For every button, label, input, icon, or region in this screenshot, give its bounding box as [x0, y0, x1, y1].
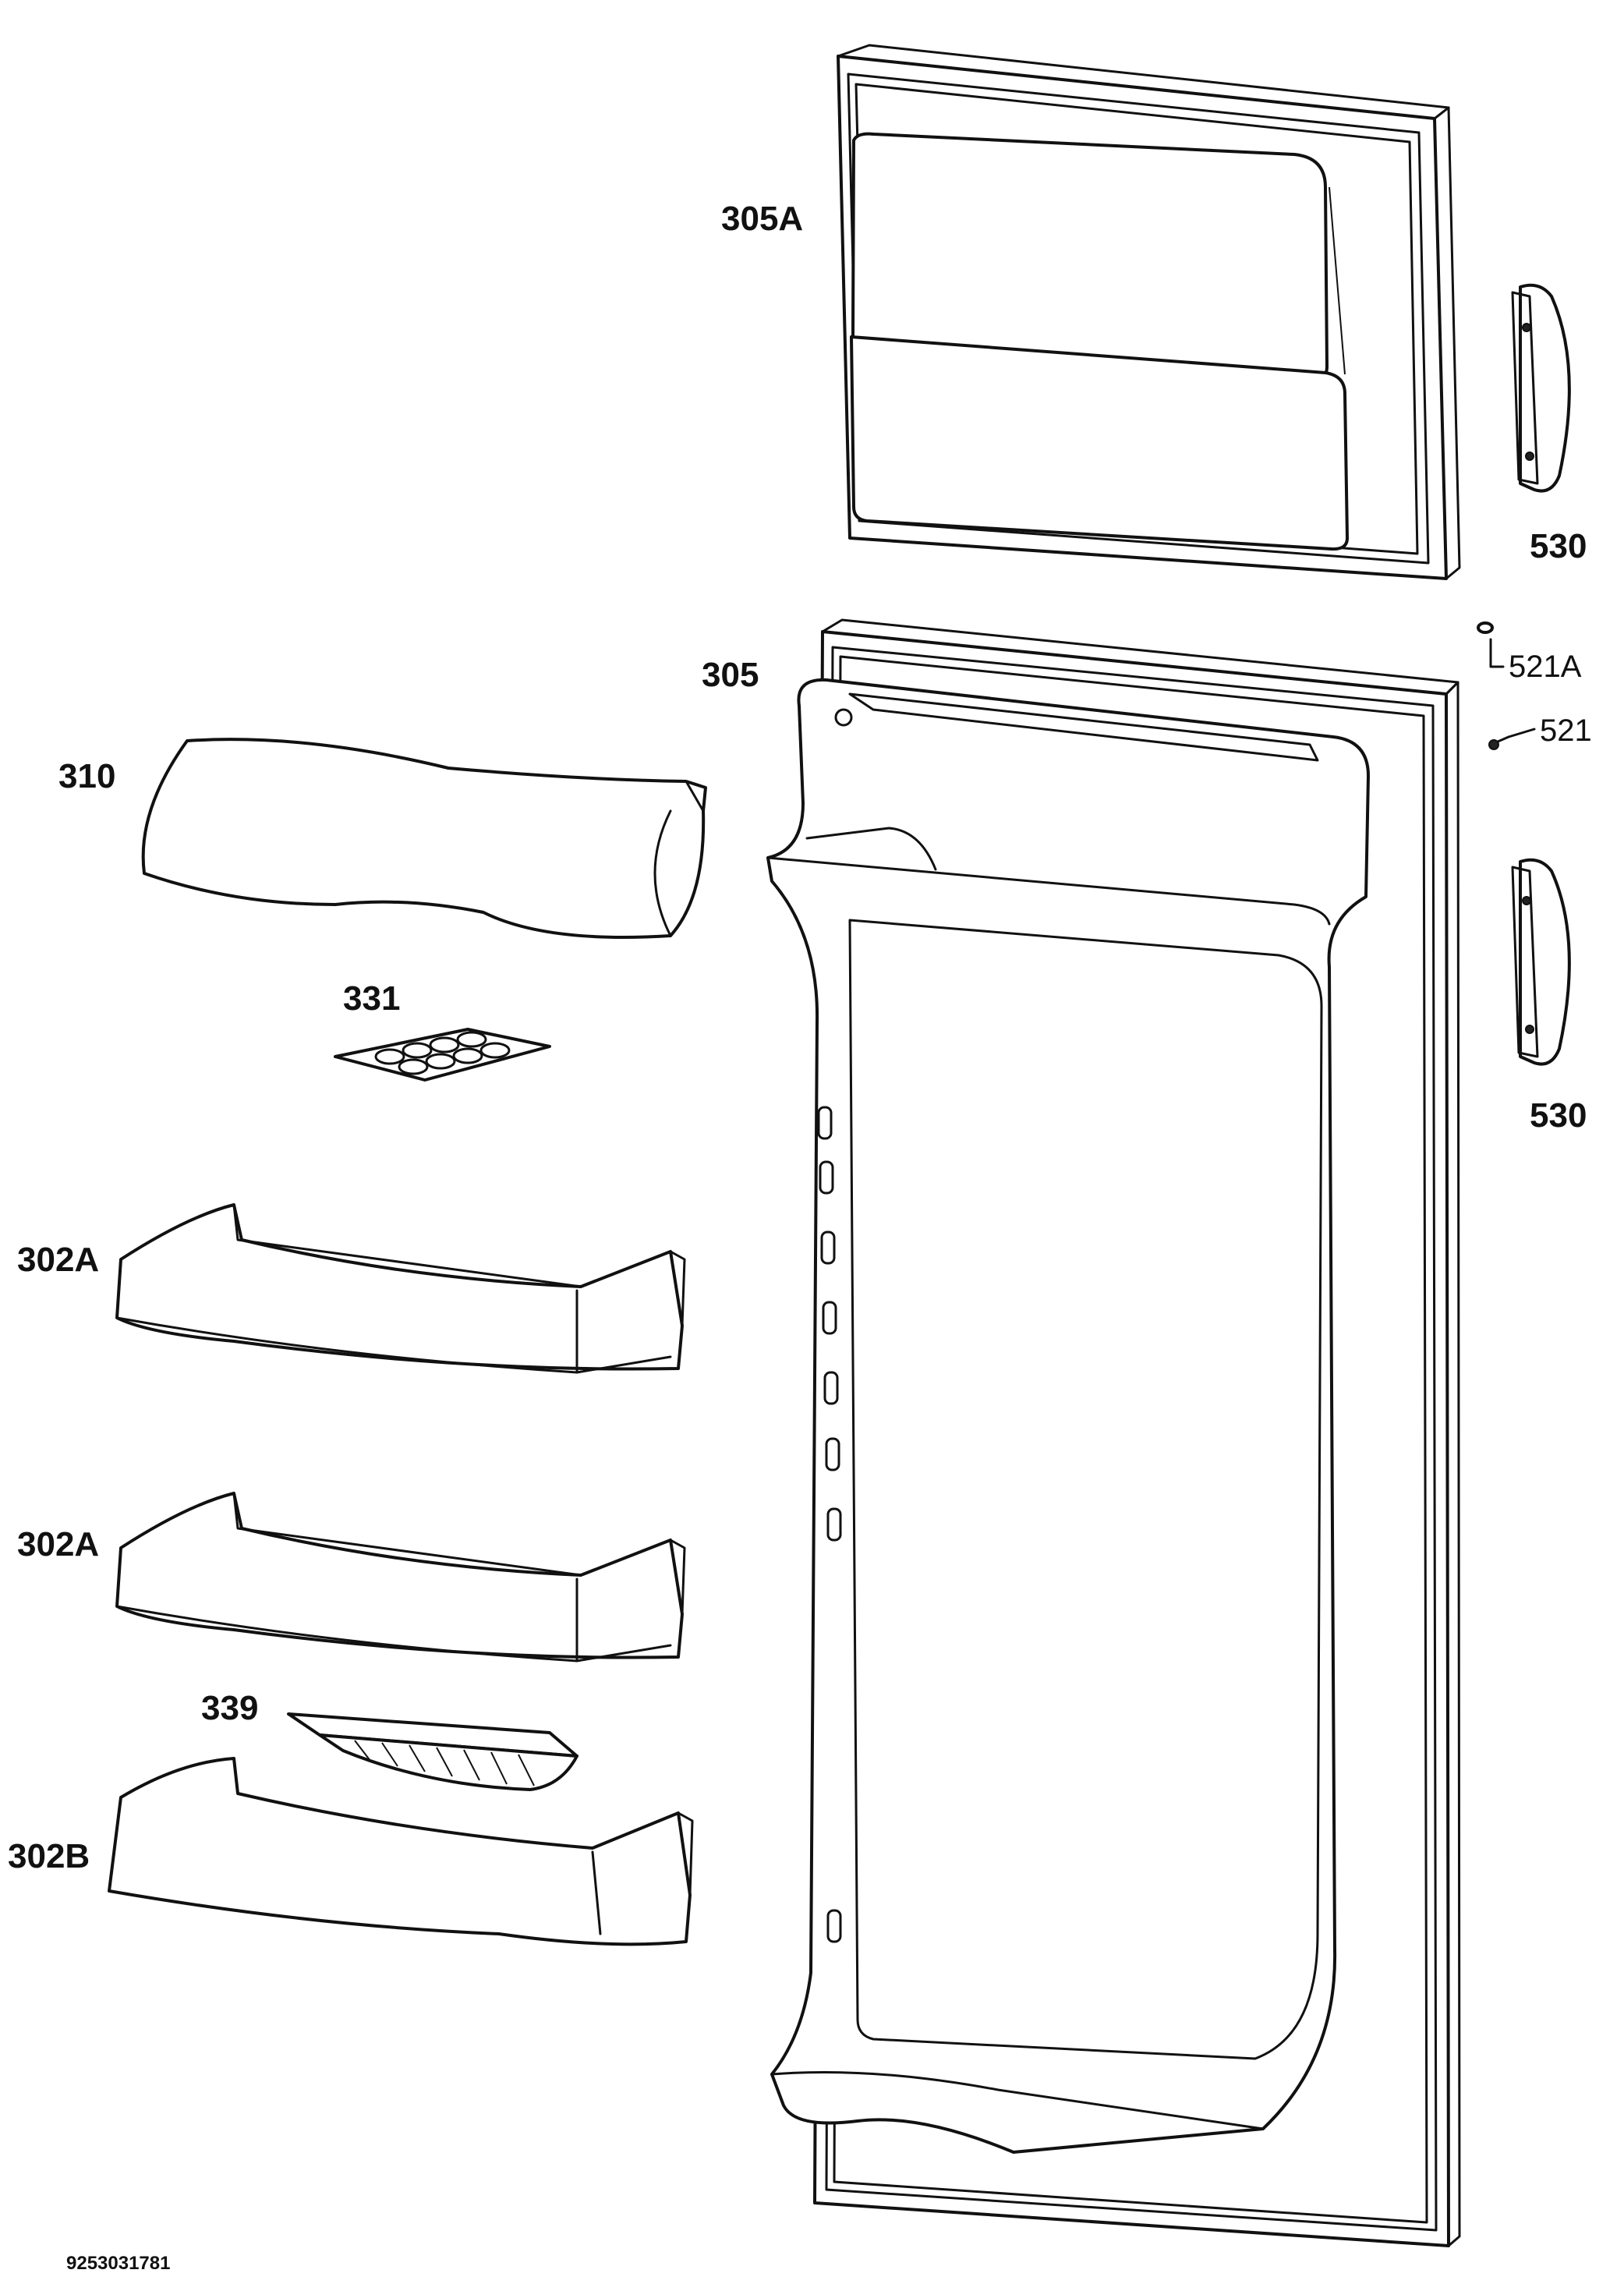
- label-521A: 521A: [1509, 650, 1582, 684]
- freezer-door[interactable]: [837, 44, 1461, 580]
- label-331: 331: [343, 979, 400, 1018]
- label-530-top: 530: [1530, 527, 1587, 565]
- dairy-compartment-lid[interactable]: [141, 738, 707, 939]
- screw-part[interactable]: [1488, 728, 1536, 750]
- label-310: 310: [58, 757, 115, 795]
- door-handle-top[interactable]: [1511, 283, 1571, 493]
- washer-part[interactable]: [1477, 621, 1505, 668]
- bottle-rack[interactable]: [287, 1712, 578, 1791]
- egg-tray[interactable]: [334, 1028, 551, 1082]
- label-305: 305: [702, 656, 759, 694]
- label-302A-lower: 302A: [17, 1525, 99, 1563]
- label-302A-upper: 302A: [17, 1241, 99, 1279]
- door-shelf-upper[interactable]: [115, 1203, 686, 1374]
- label-339: 339: [201, 1689, 258, 1727]
- bottle-shelf[interactable]: [108, 1757, 694, 1946]
- fridge-door[interactable]: [766, 618, 1461, 2247]
- label-521: 521: [1540, 714, 1592, 748]
- door-handle-bottom[interactable]: [1511, 858, 1571, 1066]
- door-shelf-lower[interactable]: [115, 1492, 686, 1662]
- reference-number: 9253031781: [66, 2253, 170, 2274]
- label-302B: 302B: [8, 1837, 90, 1875]
- label-530-bottom: 530: [1530, 1096, 1587, 1135]
- label-305A: 305A: [721, 200, 803, 238]
